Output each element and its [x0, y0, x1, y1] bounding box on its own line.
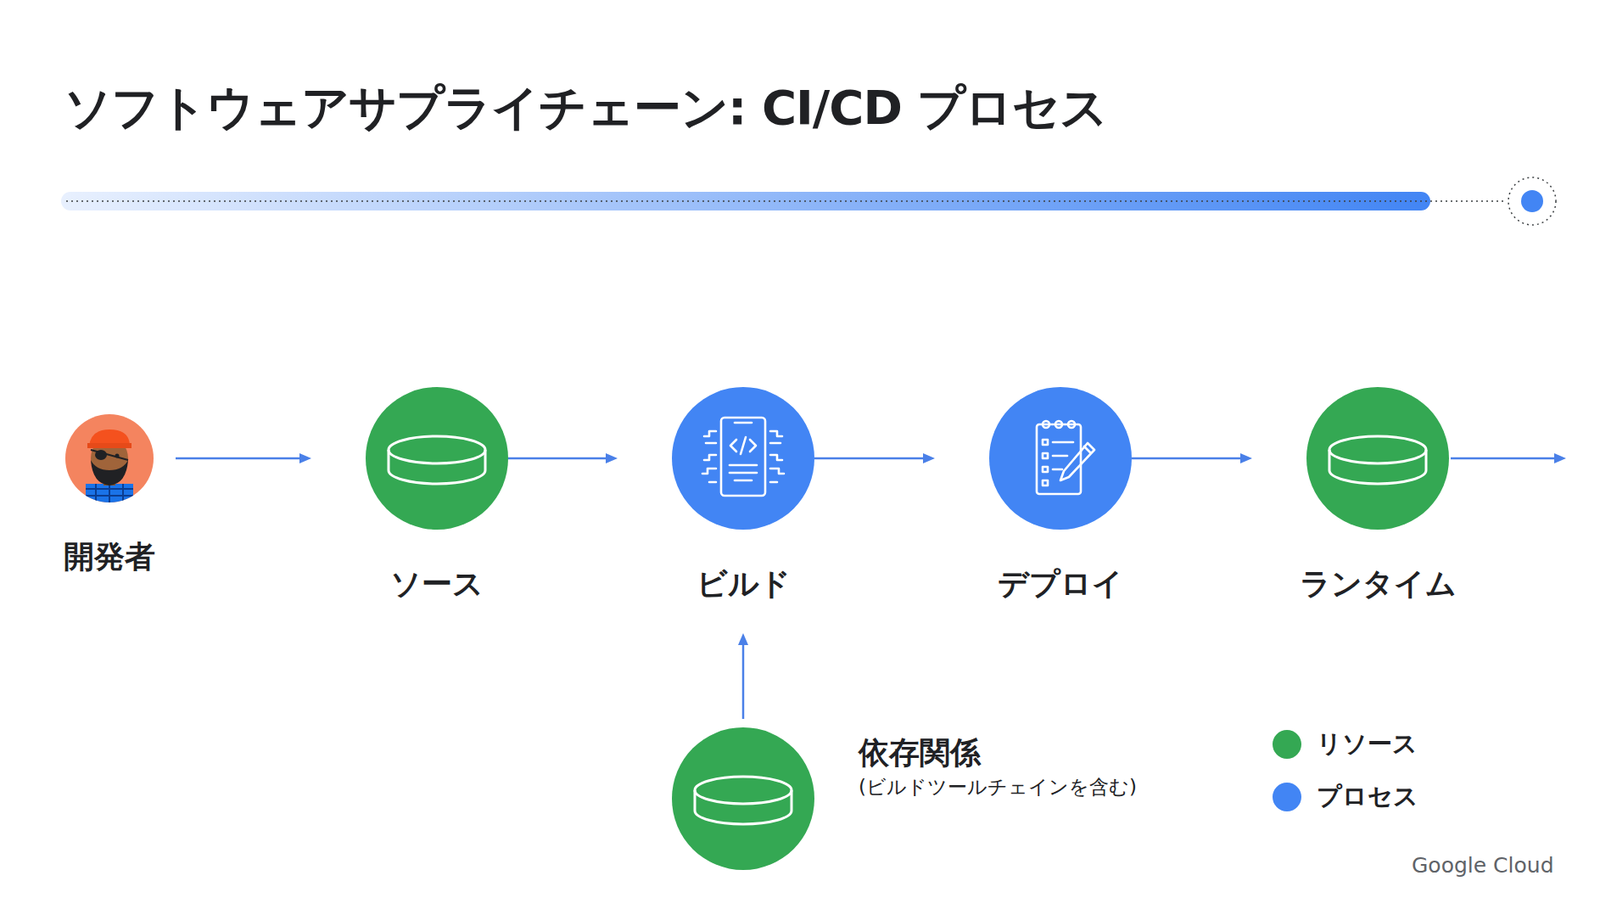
node-label-group: 依存関係(ビルドツールチェインを含む): [858, 732, 1137, 800]
legend-item: プロセス: [1272, 779, 1419, 814]
node-icon: [989, 386, 1132, 530]
node-icon: [365, 386, 509, 530]
diagram-title: ソフトウェアサプライチェーン: CI/CD プロセス: [63, 76, 1108, 141]
arrowhead: [923, 453, 935, 464]
resource-circle: ソース: [365, 386, 509, 530]
node-sublabel: (ビルドツールチェインを含む): [858, 773, 1137, 800]
arrow-line: [814, 457, 927, 460]
legend-item: リソース: [1272, 727, 1418, 761]
flow-arrow: [175, 453, 312, 464]
node-label: 開発者: [63, 536, 156, 578]
legend-text: リソース: [1316, 727, 1418, 761]
flow-arrow: [508, 453, 618, 464]
trailing-arrowhead: [1554, 453, 1567, 464]
legend-swatch: [1272, 782, 1302, 812]
node-icon: [1306, 386, 1449, 530]
arrowhead: [605, 453, 618, 464]
node-label: ランタイム: [1299, 563, 1457, 605]
arrow-line: [1131, 457, 1244, 460]
node-icon: [671, 727, 815, 870]
node-label: ビルド: [696, 563, 791, 605]
watermark-logo: Google Cloud: [1411, 852, 1555, 878]
end-dot: [1521, 190, 1544, 213]
developer-avatar: 開発者: [65, 413, 154, 503]
process-circle: デプロイ: [989, 386, 1132, 530]
legend-text: プロセス: [1316, 779, 1419, 814]
arrowhead: [1240, 453, 1253, 464]
node-label: 依存関係: [858, 732, 1137, 774]
node-icon: [671, 386, 815, 530]
legend-swatch: [1272, 729, 1302, 759]
trailing-arrow: [1450, 457, 1558, 460]
flow-arrow: [1131, 453, 1253, 464]
arrow-line: [508, 457, 610, 460]
node-label: デプロイ: [997, 563, 1124, 605]
process-circle: ビルド: [671, 386, 815, 530]
arrow-line: [175, 457, 303, 460]
flow-arrow: [814, 453, 935, 464]
node-icon: [65, 413, 154, 503]
node-label: ソース: [390, 563, 484, 605]
arrowhead: [738, 632, 749, 645]
arrow-line: [742, 641, 745, 719]
dotted-line: [66, 200, 1507, 202]
arrowhead: [299, 453, 312, 464]
resource-circle: 依存関係(ビルドツールチェインを含む): [671, 727, 815, 870]
dotted-ring: [1508, 177, 1556, 225]
progress-bar: [61, 191, 1431, 211]
resource-circle: ランタイム: [1306, 386, 1449, 530]
flow-arrow: [738, 632, 749, 719]
